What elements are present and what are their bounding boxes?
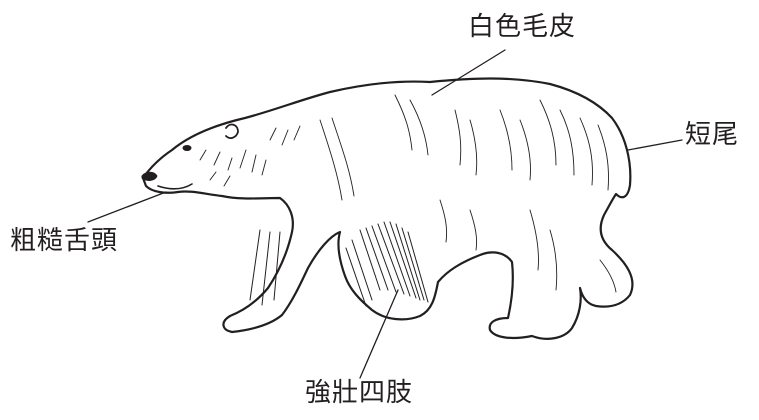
leader-tail [627, 139, 683, 151]
fur-strokes-body [319, 94, 617, 293]
leader-fur [431, 49, 506, 96]
label-strong-limbs: 強壯四肢 [305, 378, 414, 408]
ear [225, 123, 239, 139]
label-short-tail: 短尾 [685, 120, 740, 150]
leader-tongue [87, 191, 167, 223]
label-white-fur: 白色毛皮 [468, 12, 577, 42]
nose [141, 171, 158, 181]
label-rough-tongue: 粗糙舌頭 [10, 226, 119, 256]
mouth [157, 183, 193, 190]
eye [182, 145, 192, 151]
leader-limbs [359, 289, 399, 379]
bear-outline [141, 77, 634, 340]
fur-strokes-leg [249, 221, 429, 307]
fur-strokes-head [199, 125, 301, 187]
